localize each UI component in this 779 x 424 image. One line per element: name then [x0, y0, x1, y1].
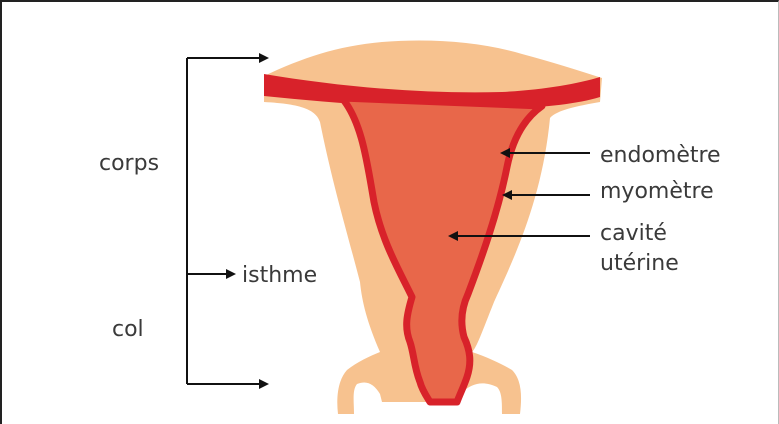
label-isthme: isthme — [242, 263, 317, 288]
label-endometre: endomètre — [600, 143, 721, 168]
label-myometre: myomètre — [600, 179, 714, 204]
label-corps: corps — [99, 151, 159, 176]
label-cavite: cavité — [600, 221, 667, 246]
label-uterine: utérine — [600, 251, 679, 276]
label-col: col — [112, 317, 144, 342]
